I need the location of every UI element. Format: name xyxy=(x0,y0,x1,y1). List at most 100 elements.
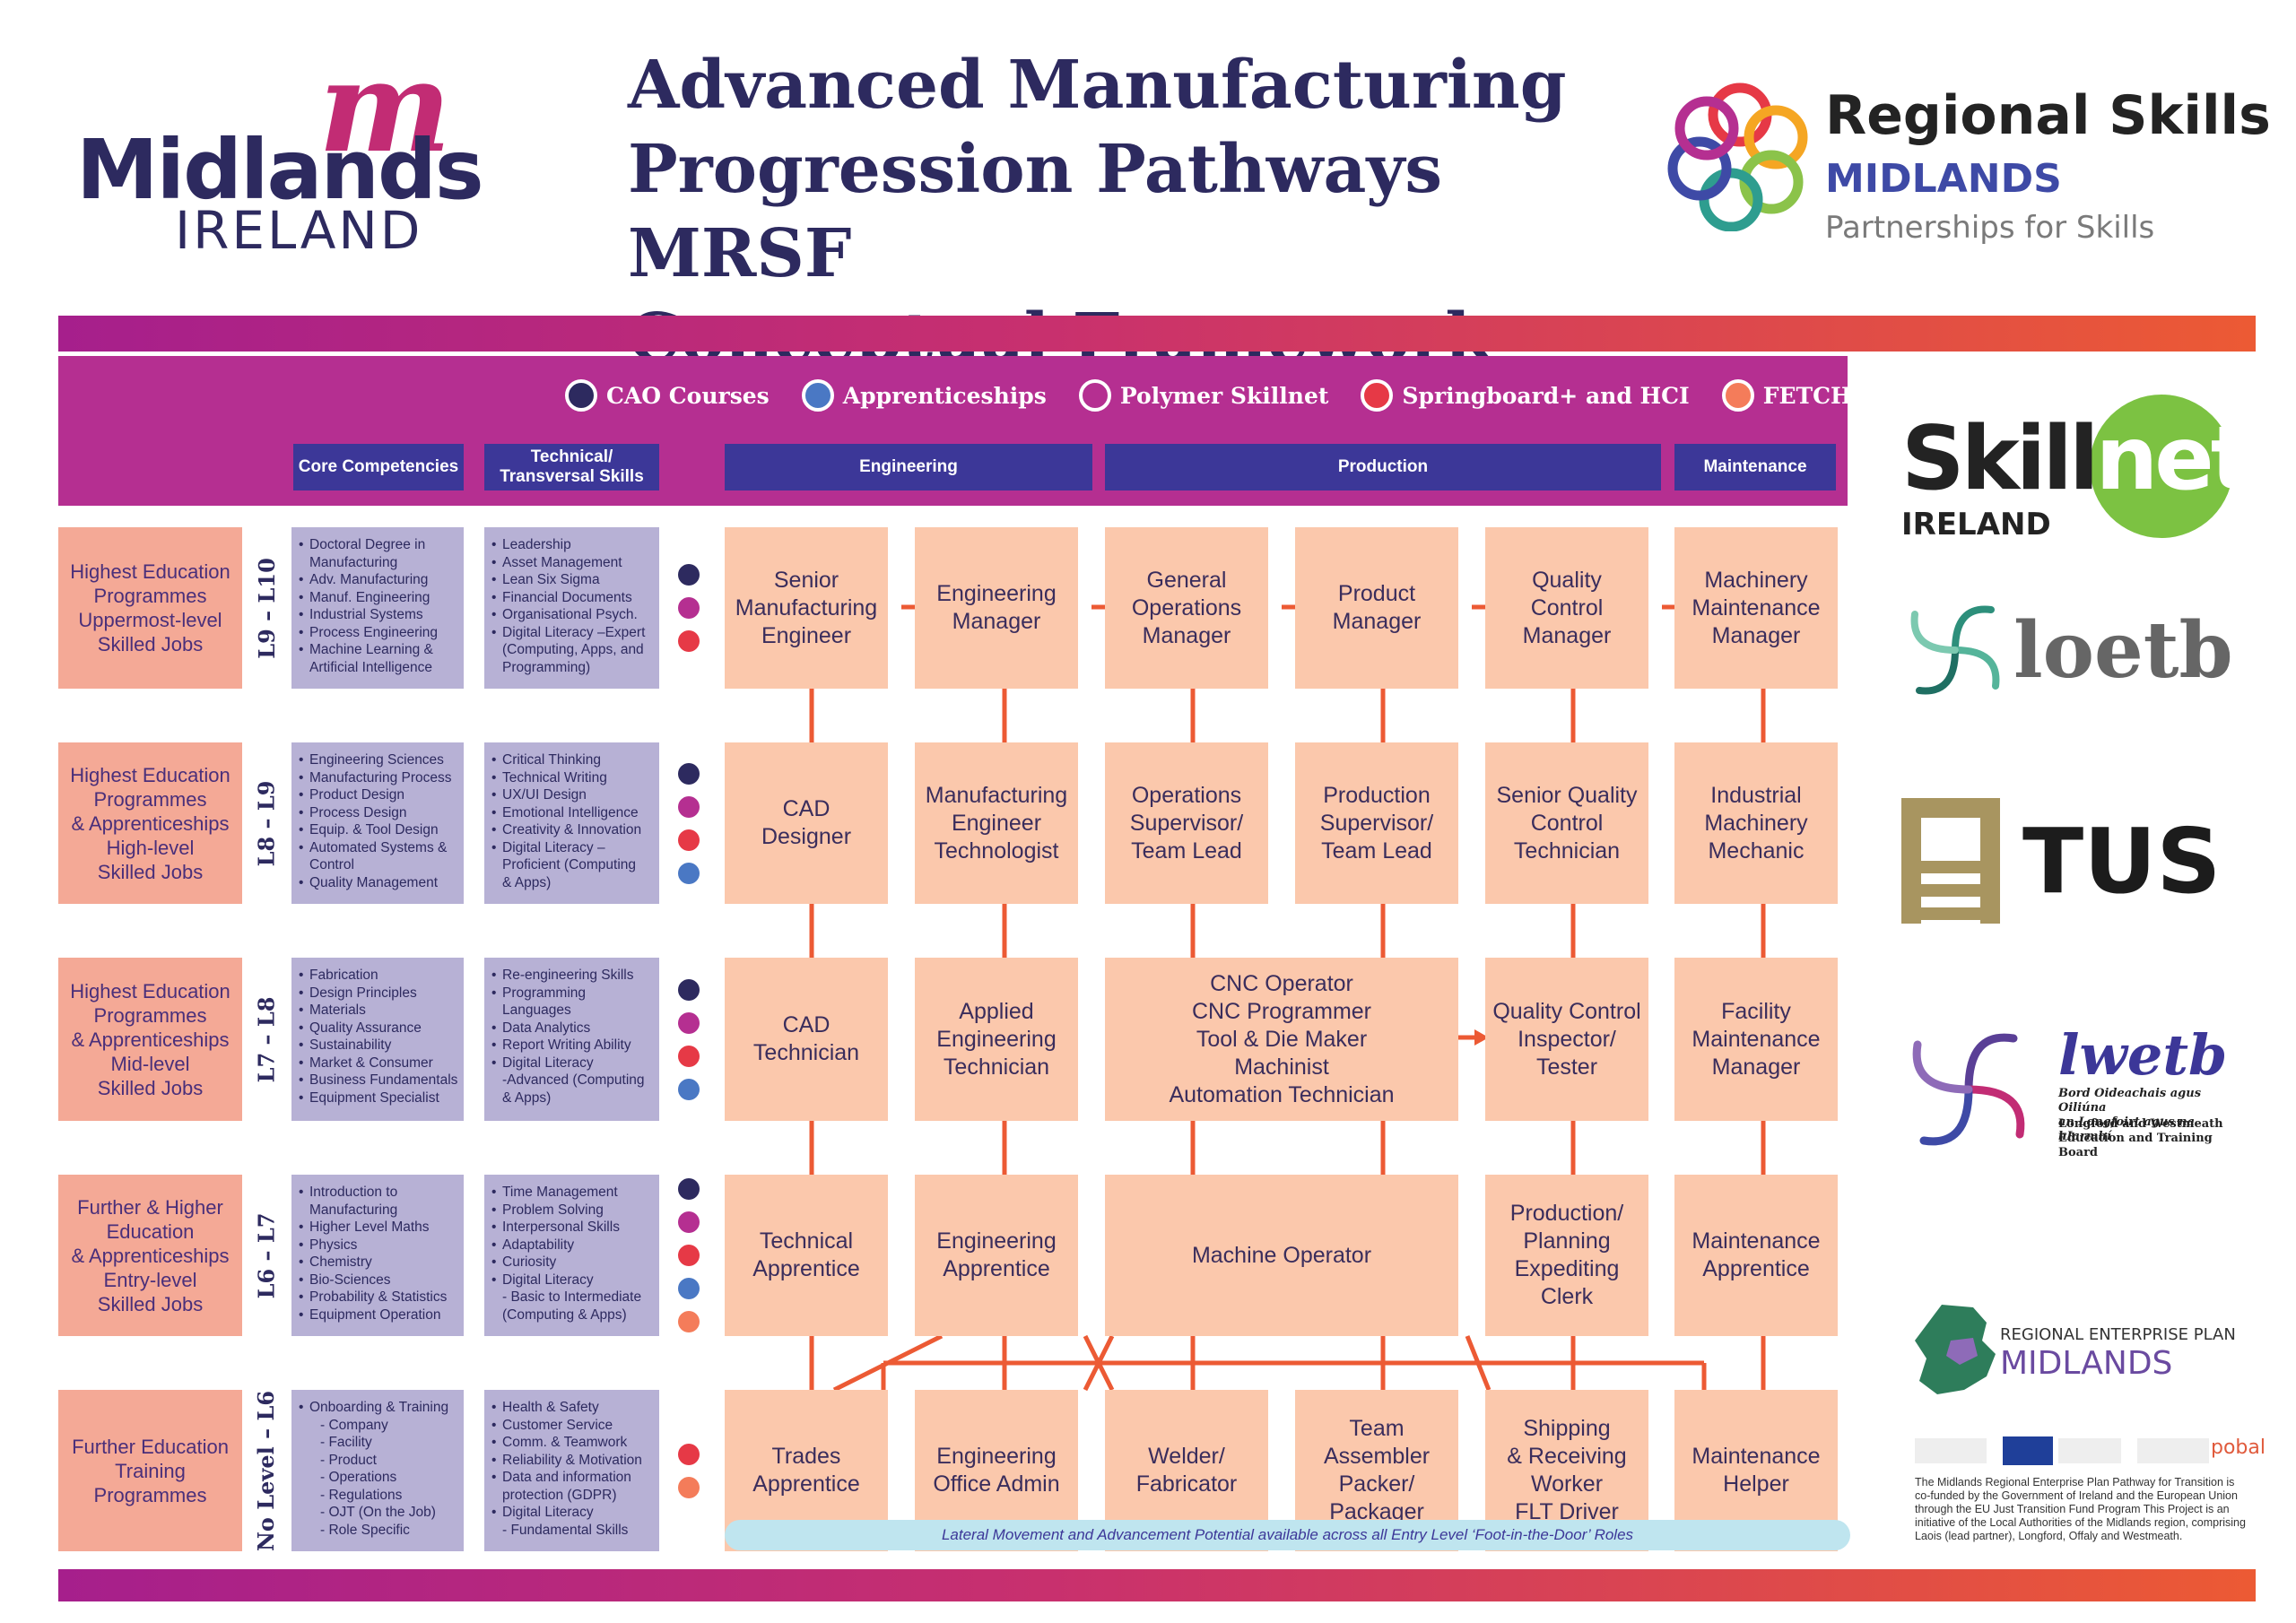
loetb-logo: loetb xyxy=(1901,596,2242,713)
skill-item: Manuf. Engineering xyxy=(299,589,458,607)
skill-item: Curiosity xyxy=(491,1254,654,1271)
legend-dot-icon xyxy=(565,379,597,412)
pathway-dot-icon xyxy=(678,630,700,652)
level-text: L6 – L7 xyxy=(253,1212,280,1298)
regional-skills-logo: Regional Skills MIDLANDS Partnerships fo… xyxy=(1664,70,2271,258)
pathway-dot-icon xyxy=(678,597,700,619)
skill-item: Digital Literacy – xyxy=(491,839,654,857)
skill-item: - Operations xyxy=(320,1470,397,1485)
lateral-note: Lateral Movement and Advancement Potenti… xyxy=(725,1520,1850,1550)
job-box: General Operations Manager xyxy=(1105,527,1268,689)
legend-dot-icon xyxy=(801,379,834,412)
rs-line3: Partnerships for Skills xyxy=(1825,210,2155,246)
job-box: Senior Quality Control Technician xyxy=(1485,742,1648,904)
skill-item: - OJT (On the Job) xyxy=(320,1505,436,1520)
eu-flag-icon xyxy=(2003,1436,2053,1465)
skill-item: protection (GDPR) xyxy=(502,1487,617,1503)
legend-item: Apprenticeships xyxy=(801,379,1047,412)
skill-item: Introduction to xyxy=(299,1184,458,1202)
skill-item: - Basic to Intermediate xyxy=(502,1289,642,1305)
job-box: Manufacturing Engineer Technologist xyxy=(915,742,1078,904)
skill-item: Onboarding & Training xyxy=(299,1399,458,1417)
tus-word: TUS xyxy=(2022,809,2222,914)
skill-item: Reliability & Motivation xyxy=(491,1452,654,1470)
rep-line1: REGIONAL ENTERPRISE PLAN xyxy=(2000,1325,2236,1344)
core-competencies-box: Onboarding & Training- Company- Facility… xyxy=(291,1390,464,1551)
skill-item: Materials xyxy=(299,1002,458,1020)
rings-icon xyxy=(1667,82,1808,231)
core-competencies-box: Engineering SciencesManufacturing Proces… xyxy=(291,742,464,904)
job-box: CNC Operator CNC Programmer Tool & Die M… xyxy=(1105,958,1458,1121)
technical-skills-box: Health & SafetyCustomer ServiceComm. & T… xyxy=(484,1390,659,1551)
level-label: L6 – L7 xyxy=(244,1175,289,1336)
skill-item: Machine Learning & xyxy=(299,641,458,659)
level-label: L8 – L9 xyxy=(244,742,289,904)
skill-item: Digital Literacy xyxy=(491,1271,654,1289)
skill-item: Engineering Sciences xyxy=(299,751,458,769)
skillnet-word: Skillnet xyxy=(1901,408,2253,510)
row-label: Highest Education Programmes & Apprentic… xyxy=(58,742,242,904)
legend-item: FETCH – ETB xyxy=(1721,379,1931,412)
pathway-dot-icon xyxy=(678,1443,700,1465)
skill-item: - Facility xyxy=(320,1435,372,1450)
skill-item: Customer Service xyxy=(491,1417,654,1435)
title-line: Advanced Manufacturing xyxy=(628,47,1567,124)
job-box: Facility Maintenance Manager xyxy=(1674,958,1838,1121)
job-box: Product Manager xyxy=(1295,527,1458,689)
skillnet-circle-icon xyxy=(2090,395,2233,538)
job-box: Machine Operator xyxy=(1105,1175,1458,1336)
skill-item: Lean Six Sigma xyxy=(491,571,654,589)
job-box: CAD Technician xyxy=(725,958,888,1121)
pathway-dot-icon xyxy=(678,762,700,785)
skill-item: Fabrication xyxy=(299,967,458,985)
skill-item: Technical Writing xyxy=(491,769,654,787)
skill-item: Equipment Operation xyxy=(299,1306,458,1324)
skill-item: Manufacturing xyxy=(309,554,398,570)
page-title: Advanced Manufacturing Progression Pathw… xyxy=(628,43,1614,380)
skill-item: - Regulations xyxy=(320,1487,403,1503)
level-label: L9 – L10 xyxy=(244,527,289,689)
col-technical: Technical/ Transversal Skills xyxy=(484,444,659,490)
pathway-dot-icon xyxy=(678,978,700,1001)
skill-item: Product Design xyxy=(299,786,458,804)
skill-item: Asset Management xyxy=(491,554,654,572)
skill-item: Financial Documents xyxy=(491,589,654,607)
row-label: Highest Education Programmes Uppermost-l… xyxy=(58,527,242,689)
lwetb-swirl-icon xyxy=(1912,1033,2025,1146)
gov-ireland-logo xyxy=(1915,1438,1987,1463)
pathway-dot-icon xyxy=(678,1178,700,1200)
funding-footnote: The Midlands Regional Enterprise Plan Pa… xyxy=(1915,1476,2246,1542)
job-box: Quality Control Inspector/ Tester xyxy=(1485,958,1648,1121)
legend-label: CAO Courses xyxy=(606,382,770,409)
job-box: Maintenance Apprentice xyxy=(1674,1175,1838,1336)
pathway-dot-icon xyxy=(678,795,700,818)
legend-item: Springboard+ and HCI xyxy=(1361,379,1690,412)
skill-item: Equipment Specialist xyxy=(299,1089,458,1107)
eu-funding-logo xyxy=(2058,1438,2121,1463)
skill-item: Health & Safety xyxy=(491,1399,654,1417)
skill-item: Chemistry xyxy=(299,1254,458,1271)
skill-item: Bio-Sciences xyxy=(299,1271,458,1289)
level-text: No Level – L6 xyxy=(253,1390,280,1551)
row-label: Further Education Training Programmes xyxy=(58,1390,242,1551)
skill-item: Control xyxy=(309,857,354,872)
tus-castle-icon xyxy=(1901,798,2000,924)
skill-item: Probability & Statistics xyxy=(299,1289,458,1306)
legend-item: CAO Courses xyxy=(565,379,770,412)
pathway-dot-icon xyxy=(678,1476,700,1498)
skill-item: Programming) xyxy=(502,659,591,675)
loetb-swirl-icon xyxy=(1910,605,2000,695)
skill-item: Design Principles xyxy=(299,985,458,1002)
skill-item: Digital Literacy –Expert xyxy=(491,624,654,642)
legend-dot-icon xyxy=(1721,379,1754,412)
skill-item: Automated Systems & xyxy=(299,839,458,857)
pathway-dot-icon xyxy=(678,1211,700,1233)
legend-dot-icon xyxy=(1078,379,1111,412)
skill-item: Data and information xyxy=(491,1469,654,1487)
midlands-ireland-logo: m Midlands IRELAND xyxy=(76,45,498,261)
level-text: L9 – L10 xyxy=(253,557,280,659)
skill-item: Emotional Intelligence xyxy=(491,804,654,822)
